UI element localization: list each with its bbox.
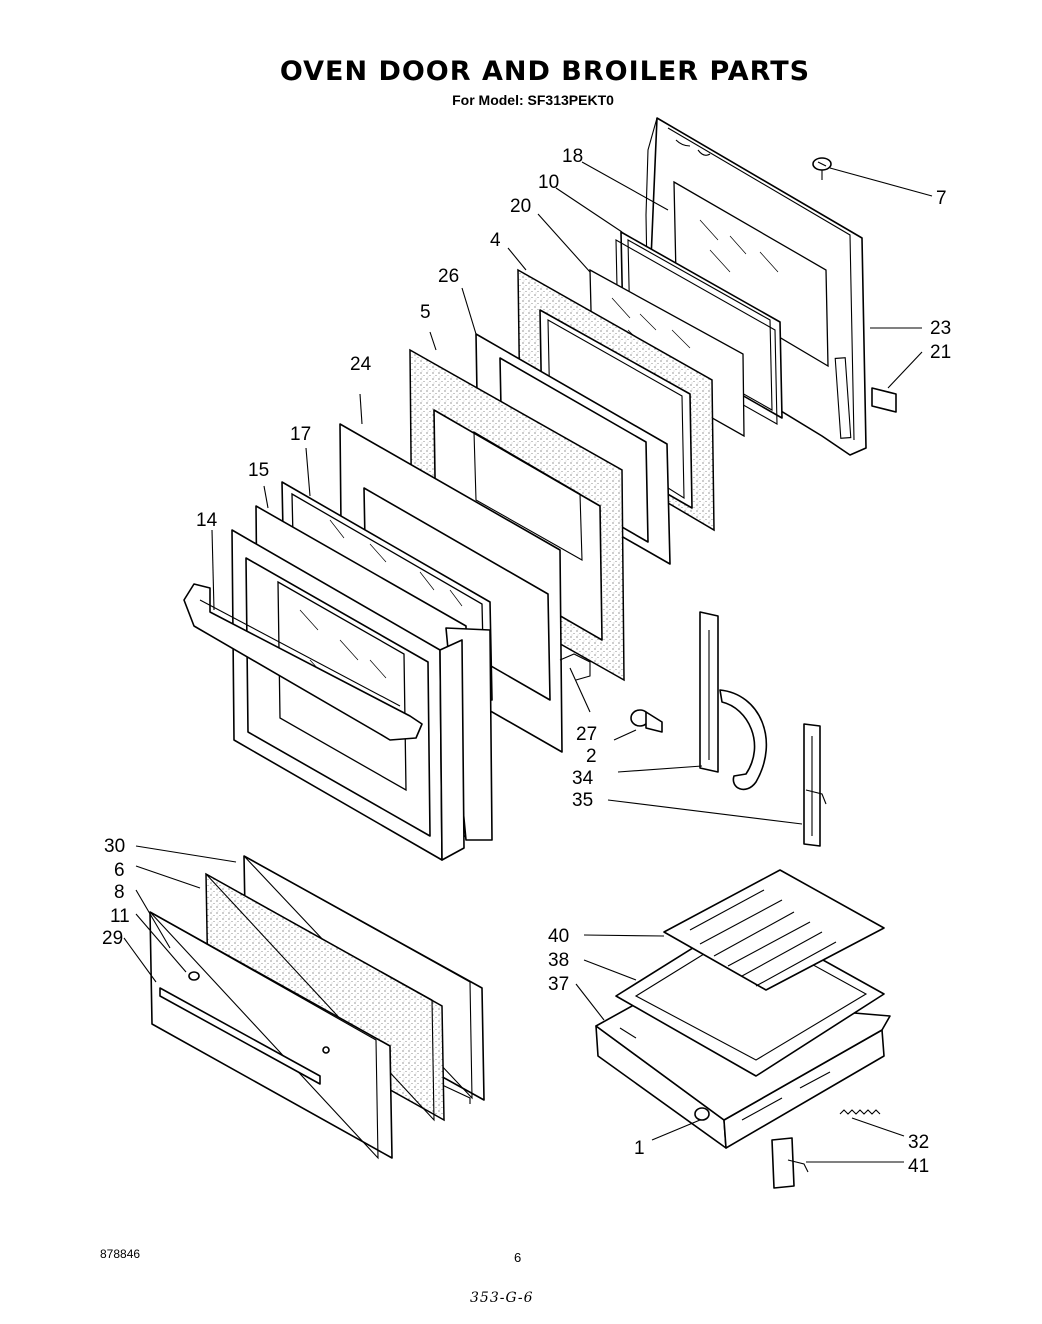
callout-20: 20: [510, 196, 531, 217]
screw-7: [812, 157, 832, 180]
callout-labels: 18 10 20 4 26 5 24 17 15 14 7 23 21 27 2…: [102, 146, 951, 1177]
callout-40: 40: [548, 926, 569, 947]
callout-6: 6: [114, 860, 125, 881]
callout-5: 5: [420, 302, 431, 323]
handwritten-code: 353-G-6: [470, 1290, 534, 1306]
callout-41: 41: [908, 1156, 929, 1177]
callout-10: 10: [538, 172, 559, 193]
callout-4: 4: [490, 230, 501, 251]
callout-38: 38: [548, 950, 569, 971]
drawer-front-29: [149, 911, 393, 1160]
callout-30: 30: [104, 836, 125, 857]
model-subtitle: For Model: SF313PEKT0: [452, 92, 614, 108]
callout-17: 17: [290, 424, 311, 445]
bar-21: [871, 387, 897, 413]
hinge-pin-2: [630, 709, 663, 733]
hinge-arm-34: [699, 611, 768, 791]
page-title: OVEN DOOR AND BROILER PARTS: [279, 56, 811, 87]
callout-7: 7: [936, 188, 947, 209]
callout-26: 26: [438, 266, 459, 287]
page-number: 6: [514, 1250, 522, 1265]
hinge-35: [803, 723, 827, 847]
callout-34: 34: [572, 768, 594, 789]
callout-35: 35: [572, 790, 593, 811]
callout-27: 27: [576, 724, 597, 745]
callout-8: 8: [114, 882, 125, 903]
callout-37: 37: [548, 974, 569, 995]
callout-32: 32: [908, 1132, 929, 1153]
door-handle-14: [183, 583, 423, 741]
callout-15: 15: [248, 460, 269, 481]
spring-32: [839, 1109, 881, 1115]
liner-glass-18: [673, 180, 829, 368]
callout-14: 14: [196, 510, 218, 531]
document-number: 878846: [100, 1247, 141, 1261]
leader-lines: [123, 161, 933, 1163]
broiler-grid-40: [663, 869, 885, 991]
callout-24: 24: [350, 354, 372, 375]
callout-11: 11: [110, 906, 130, 927]
callout-2: 2: [586, 746, 597, 767]
callout-29: 29: [102, 928, 123, 949]
clip-41: [771, 1137, 809, 1189]
callout-18: 18: [562, 146, 583, 167]
callout-1: 1: [634, 1138, 645, 1159]
callout-21: 21: [930, 342, 951, 363]
callout-23: 23: [930, 318, 951, 339]
